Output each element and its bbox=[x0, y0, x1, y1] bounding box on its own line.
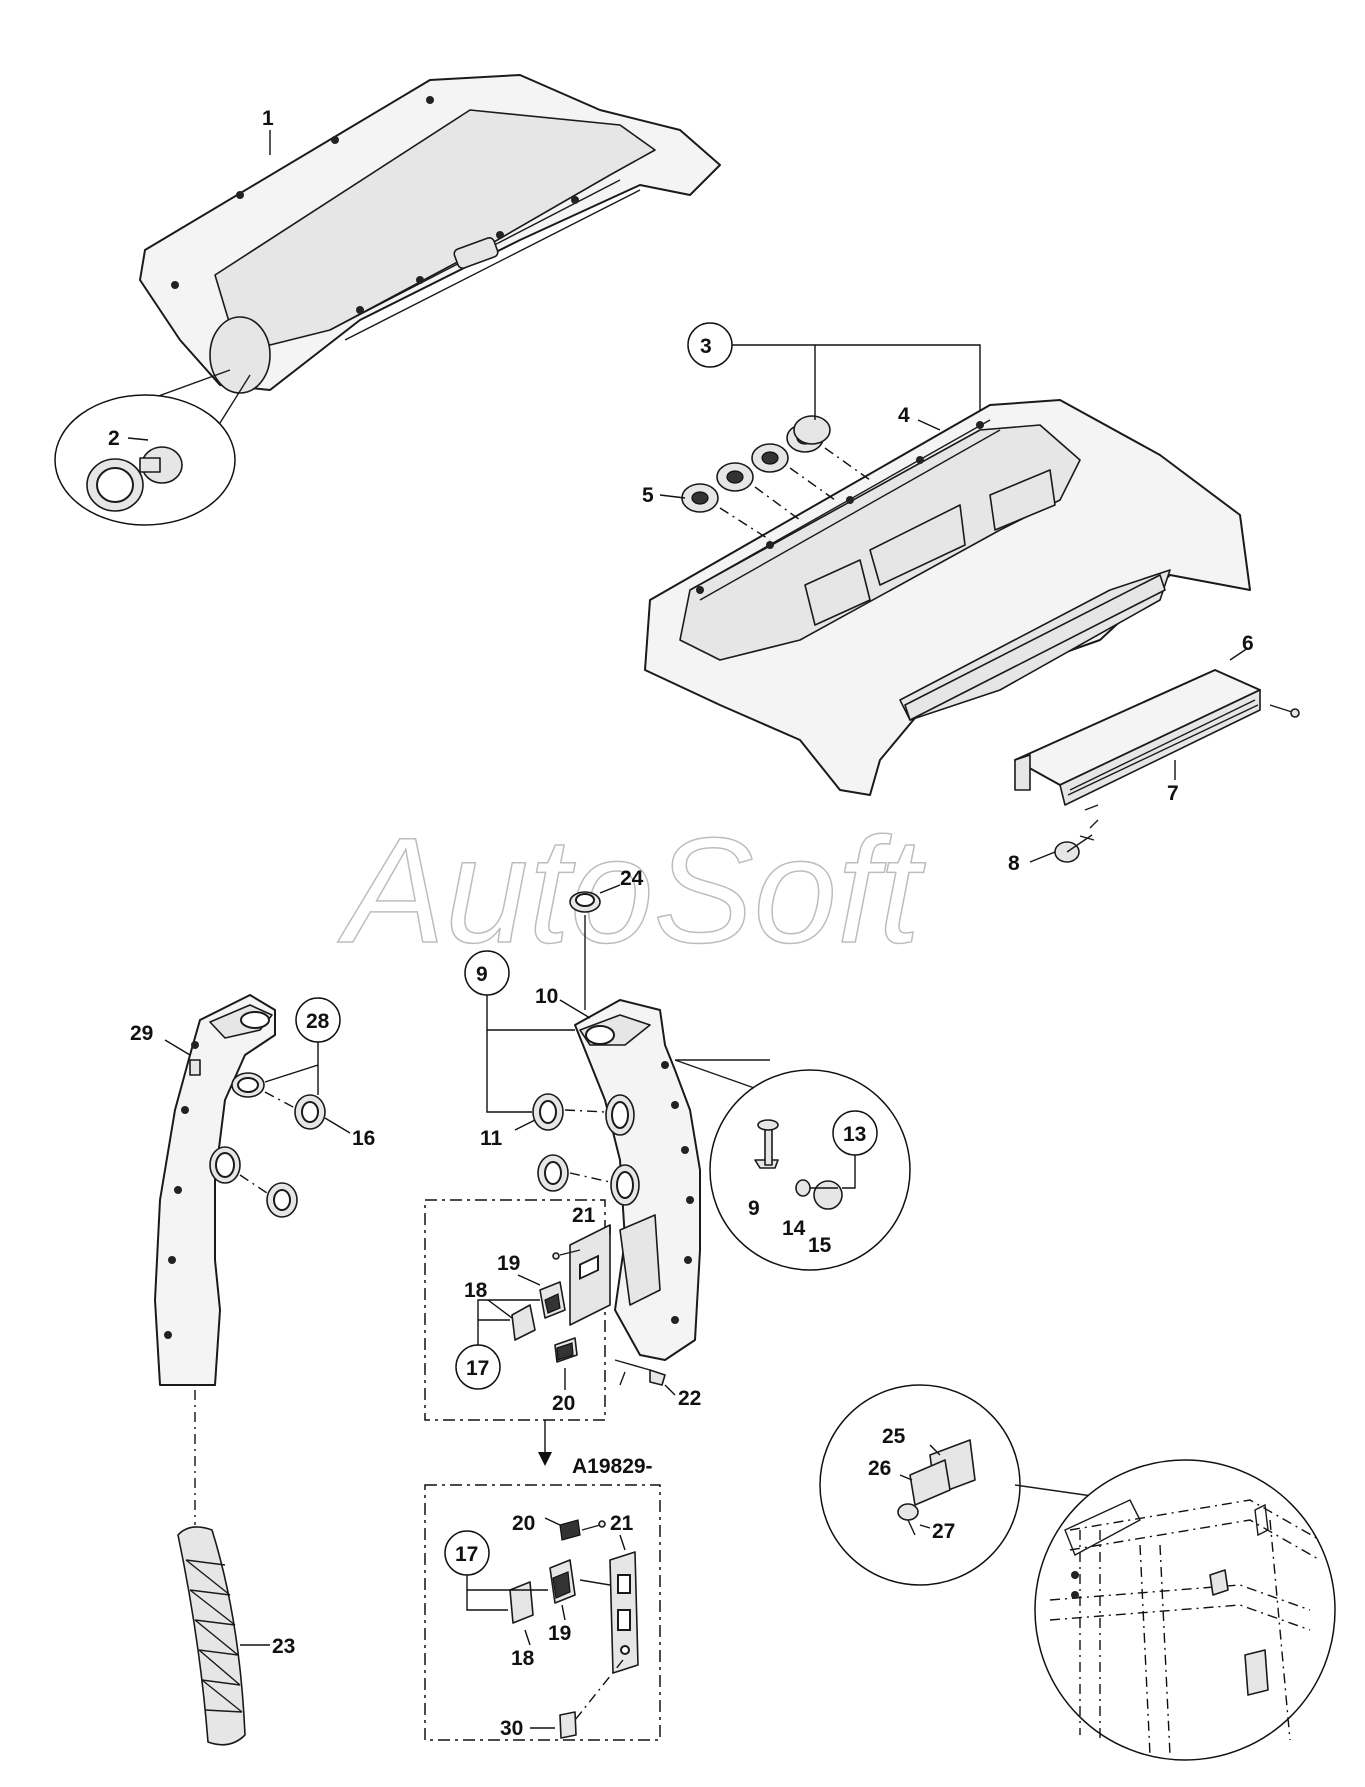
pillar-trim-right bbox=[574, 999, 701, 1361]
callout-1: 1 bbox=[262, 107, 274, 130]
switch-assembly-lower bbox=[509, 1519, 639, 1739]
clip-row-5 bbox=[681, 415, 871, 541]
callout-19b: 19 bbox=[548, 1622, 571, 1645]
grommets-16 bbox=[239, 1091, 326, 1218]
headliner-panel-lower bbox=[644, 399, 1251, 796]
reference-code: A19829- bbox=[572, 1455, 653, 1478]
callout-27: 27 bbox=[932, 1520, 955, 1543]
callout-2: 2 bbox=[108, 427, 120, 450]
callout-21b: 21 bbox=[610, 1512, 634, 1535]
callout-17b: 17 bbox=[455, 1543, 478, 1566]
pillar-trim-left bbox=[154, 994, 276, 1386]
headliner-panel-upper bbox=[139, 74, 721, 394]
callout-17a: 17 bbox=[466, 1357, 489, 1380]
callout-20b: 20 bbox=[512, 1512, 535, 1535]
callout-11: 11 bbox=[480, 1127, 503, 1150]
magnifier-frame-detail bbox=[1014, 1459, 1336, 1761]
callout-4: 4 bbox=[898, 404, 910, 427]
callout-10: 10 bbox=[535, 985, 558, 1008]
screw-8 bbox=[1054, 804, 1099, 863]
switch-box-lower bbox=[424, 1484, 661, 1741]
grommet-24 bbox=[569, 891, 601, 1010]
callout-24: 24 bbox=[620, 867, 644, 890]
magnifier-bracket-25 bbox=[819, 1384, 1021, 1586]
callout-9b: 9 bbox=[748, 1197, 760, 1220]
magnifier-grommet-2 bbox=[54, 369, 251, 526]
callout-9a: 9 bbox=[476, 963, 488, 986]
callout-16: 16 bbox=[352, 1127, 375, 1150]
callout-15: 15 bbox=[808, 1234, 832, 1257]
callout-8: 8 bbox=[1008, 852, 1020, 875]
callout-18a: 18 bbox=[464, 1279, 488, 1302]
callout-23: 23 bbox=[272, 1635, 295, 1658]
callout-13: 13 bbox=[843, 1123, 866, 1146]
grommets-11 bbox=[532, 1093, 611, 1192]
callout-22: 22 bbox=[678, 1387, 701, 1410]
callout-5: 5 bbox=[642, 484, 654, 507]
callout-7: 7 bbox=[1167, 782, 1179, 805]
vent-strip-6-7 bbox=[1014, 669, 1300, 806]
callout-28: 28 bbox=[306, 1010, 330, 1033]
arrow-down-head bbox=[538, 1452, 552, 1466]
callout-30: 30 bbox=[500, 1717, 523, 1740]
callout-21a: 21 bbox=[572, 1204, 596, 1227]
callout-3: 3 bbox=[700, 335, 712, 358]
callout-25: 25 bbox=[882, 1425, 906, 1448]
callout-26: 26 bbox=[868, 1457, 891, 1480]
watermark-text: AutoSoft bbox=[337, 806, 926, 974]
callout-6: 6 bbox=[1242, 632, 1254, 655]
switch-assembly-upper bbox=[511, 1224, 666, 1386]
callout-29: 29 bbox=[130, 1022, 153, 1045]
hose-23 bbox=[177, 1390, 246, 1746]
callout-14: 14 bbox=[782, 1217, 806, 1240]
callout-20a: 20 bbox=[552, 1392, 575, 1415]
callout-18b: 18 bbox=[511, 1647, 535, 1670]
callout-19a: 19 bbox=[497, 1252, 520, 1275]
